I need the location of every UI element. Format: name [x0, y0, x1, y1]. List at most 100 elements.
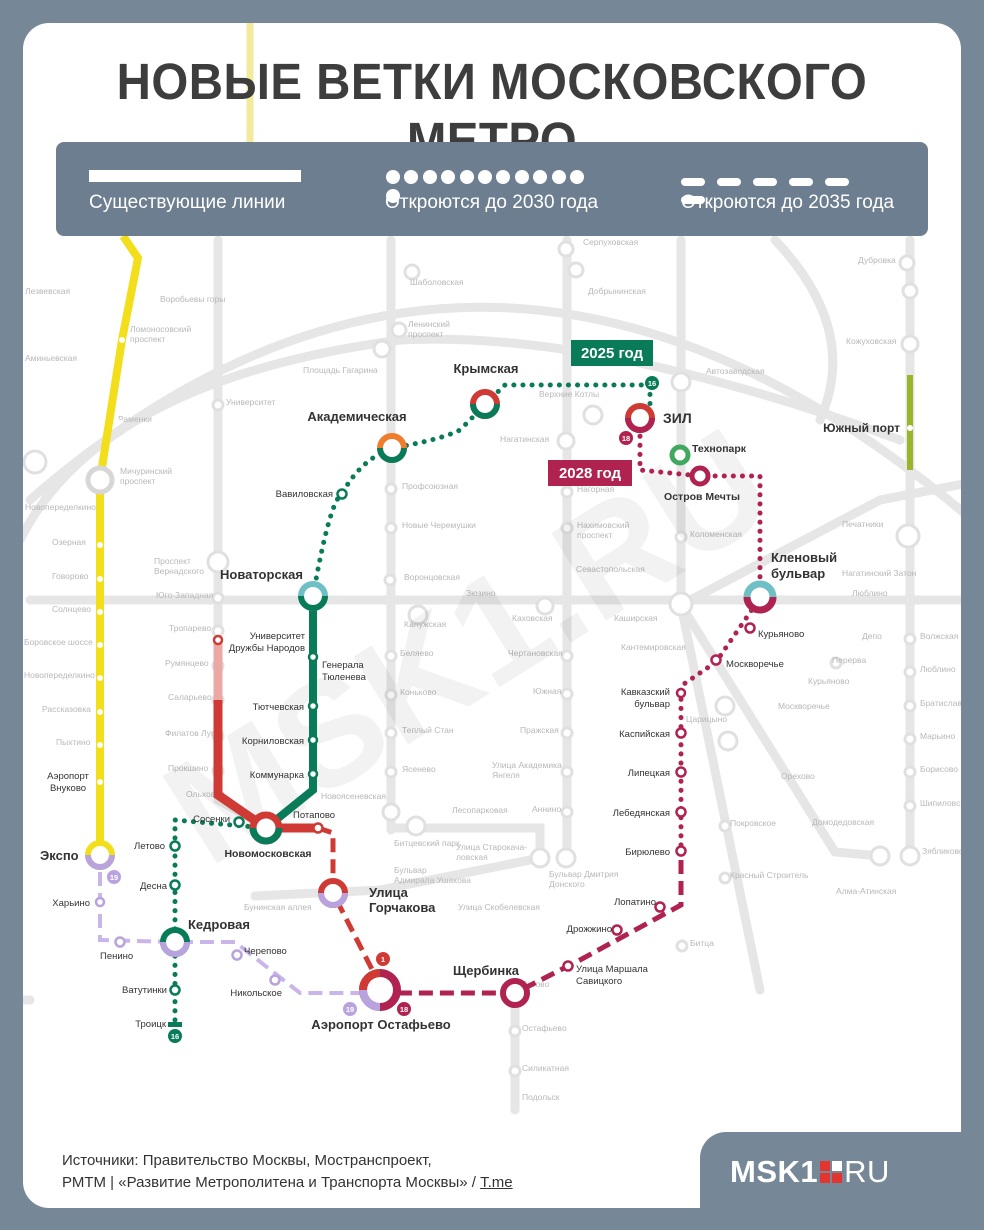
existing-station-label: Филатов Луг — [165, 728, 214, 738]
existing-station-label: Верхние Котлы — [539, 389, 599, 399]
label-akademicheskaya: Академическая — [307, 409, 406, 424]
existing-station-label: Добрынинская — [588, 286, 646, 296]
existing-station-label: Царицыно — [686, 714, 727, 724]
tehnopark-station — [669, 444, 691, 466]
existing-station-label: Чертановская — [508, 648, 563, 658]
logo-square-icon — [820, 1161, 843, 1183]
label-novatorskaya: Новаторская — [220, 567, 303, 582]
existing-station-label: Калужская — [404, 619, 447, 629]
existing-station-label: Нагатинский Затон — [842, 568, 917, 578]
crimson-line-2035 — [380, 860, 684, 996]
existing-labels: СерпуховскаяШаболовскаяДобрынинскаяВороб… — [24, 237, 980, 1102]
existing-station-label: Битца — [690, 938, 714, 948]
svg-text:2028 год: 2028 год — [559, 465, 622, 482]
existing-station-label: Лезвевская — [25, 286, 70, 296]
existing-station-label: Солнцево — [52, 604, 91, 614]
svg-text:Лебедянская: Лебедянская — [613, 808, 670, 819]
svg-text:Лопатино: Лопатино — [614, 897, 656, 908]
existing-station-label: Покровское — [730, 818, 776, 828]
svg-text:19: 19 — [346, 1005, 354, 1014]
existing-station-label: Аннино — [532, 804, 561, 814]
existing-station-label: Перерва — [832, 655, 866, 665]
existing-station-label: Шипиловская — [920, 798, 974, 808]
existing-station-label: Братиславская — [920, 698, 980, 708]
existing-station-label: Волжская — [920, 631, 959, 641]
existing-station-label: Красный Строитель — [730, 870, 809, 880]
crimson-line-2030 — [637, 415, 763, 863]
existing-station-label: Новые Черемушки — [402, 520, 476, 530]
existing-station-label: Коньково — [400, 687, 437, 697]
existing-station-label: Бунинская аллея — [244, 902, 312, 912]
existing-station-label: Кантемировская — [621, 642, 686, 652]
source-note: Источники: Правительство Москвы, Мостран… — [62, 1150, 582, 1194]
existing-station-label: Печатники — [842, 519, 884, 529]
existing-station-label: Севастопольская — [576, 564, 645, 574]
label-novomoskovskaya: Новомосковская — [224, 848, 311, 860]
svg-text:Потапово: Потапово — [293, 810, 335, 821]
existing-station-label: Улица Старокача-ловская — [456, 842, 527, 862]
existing-station-label: Борисово — [920, 764, 958, 774]
source-link[interactable]: T.me — [480, 1174, 513, 1191]
existing-station-label: Курьяново — [808, 676, 850, 686]
svg-text:Никольское: Никольское — [230, 988, 282, 999]
legend-existing-label: Существующие линии — [89, 192, 286, 213]
existing-station-label: Битцевский парк — [394, 838, 460, 848]
legend-bar: Существующие линии Откроются до 2030 год… — [56, 142, 928, 236]
svg-text:Каспийская: Каспийская — [619, 729, 670, 740]
label-tehnopark: Технопарк — [692, 443, 747, 455]
existing-station-label: Теплый Стан — [402, 725, 454, 735]
logo-ru: RU — [844, 1154, 890, 1189]
existing-station-label: Раменки — [118, 414, 152, 424]
major-station-labels: Крымская Академическая ЗИЛ Технопарк Ост… — [40, 361, 900, 1032]
existing-station-label: Орехово — [781, 771, 815, 781]
existing-station-label: Дубровка — [858, 255, 896, 265]
existing-station-label: Люблино — [852, 588, 888, 598]
label-krymskaya: Крымская — [454, 361, 519, 376]
existing-station-label: Прокшино — [168, 763, 209, 773]
existing-station-label: Автозаводская — [706, 366, 765, 376]
legend-solid-line — [89, 170, 301, 182]
existing-station-label: Саларьево — [168, 692, 212, 702]
svg-text:Пенино: Пенино — [100, 951, 133, 962]
existing-station-label: Домодедовская — [812, 817, 874, 827]
label-zil: ЗИЛ — [663, 410, 692, 426]
label-yuzhny-port: Южный порт — [823, 421, 900, 435]
legend-2035-label: Откроются до 2035 года — [681, 192, 895, 213]
minor-stations — [94, 488, 756, 996]
existing-station-label: Тропарево — [169, 623, 211, 633]
label-kedrovaya: Кедровая — [188, 917, 250, 932]
svg-text:1: 1 — [381, 955, 385, 964]
svg-text:Десна: Десна — [140, 881, 168, 892]
existing-station-label: Говорово — [52, 571, 89, 581]
page-title: НОВЫЕ ВЕТКИ МОСКОВСКОГО МЕТРО — [116, 53, 868, 169]
existing-station-label: Пражская — [520, 725, 559, 735]
existing-station-label: Озерная — [52, 537, 86, 547]
year-badge-2025: 2025 год — [571, 340, 653, 366]
red-line-existing — [213, 640, 318, 833]
svg-text:Бирюлево: Бирюлево — [625, 847, 670, 858]
existing-station-label: Алма-Атинская — [836, 886, 897, 896]
svg-text:Вавиловская: Вавиловская — [276, 489, 333, 500]
svg-text:18: 18 — [400, 1005, 408, 1014]
existing-station-label: Новопеределкино — [24, 670, 95, 680]
existing-station-label: Лесопарковая — [452, 805, 508, 815]
legend-dashed-line — [681, 173, 893, 204]
existing-station-label: Ольховая — [186, 789, 225, 799]
svg-text:Коммунарка: Коммунарка — [250, 770, 305, 781]
existing-station-label: Боровское шоссе — [24, 637, 93, 647]
label-shcherbinka: Щербинка — [453, 963, 520, 978]
svg-text:Курьяново: Курьяново — [758, 629, 804, 640]
label-expo: Экспо — [40, 848, 79, 863]
existing-station-label: Площадь Гагарина — [303, 365, 378, 375]
existing-station-label: Москворечье — [778, 701, 830, 711]
existing-station-label: Депо — [862, 631, 882, 641]
existing-station-label: Кожуховская — [846, 336, 897, 346]
existing-station-label: Каховская — [512, 613, 553, 623]
